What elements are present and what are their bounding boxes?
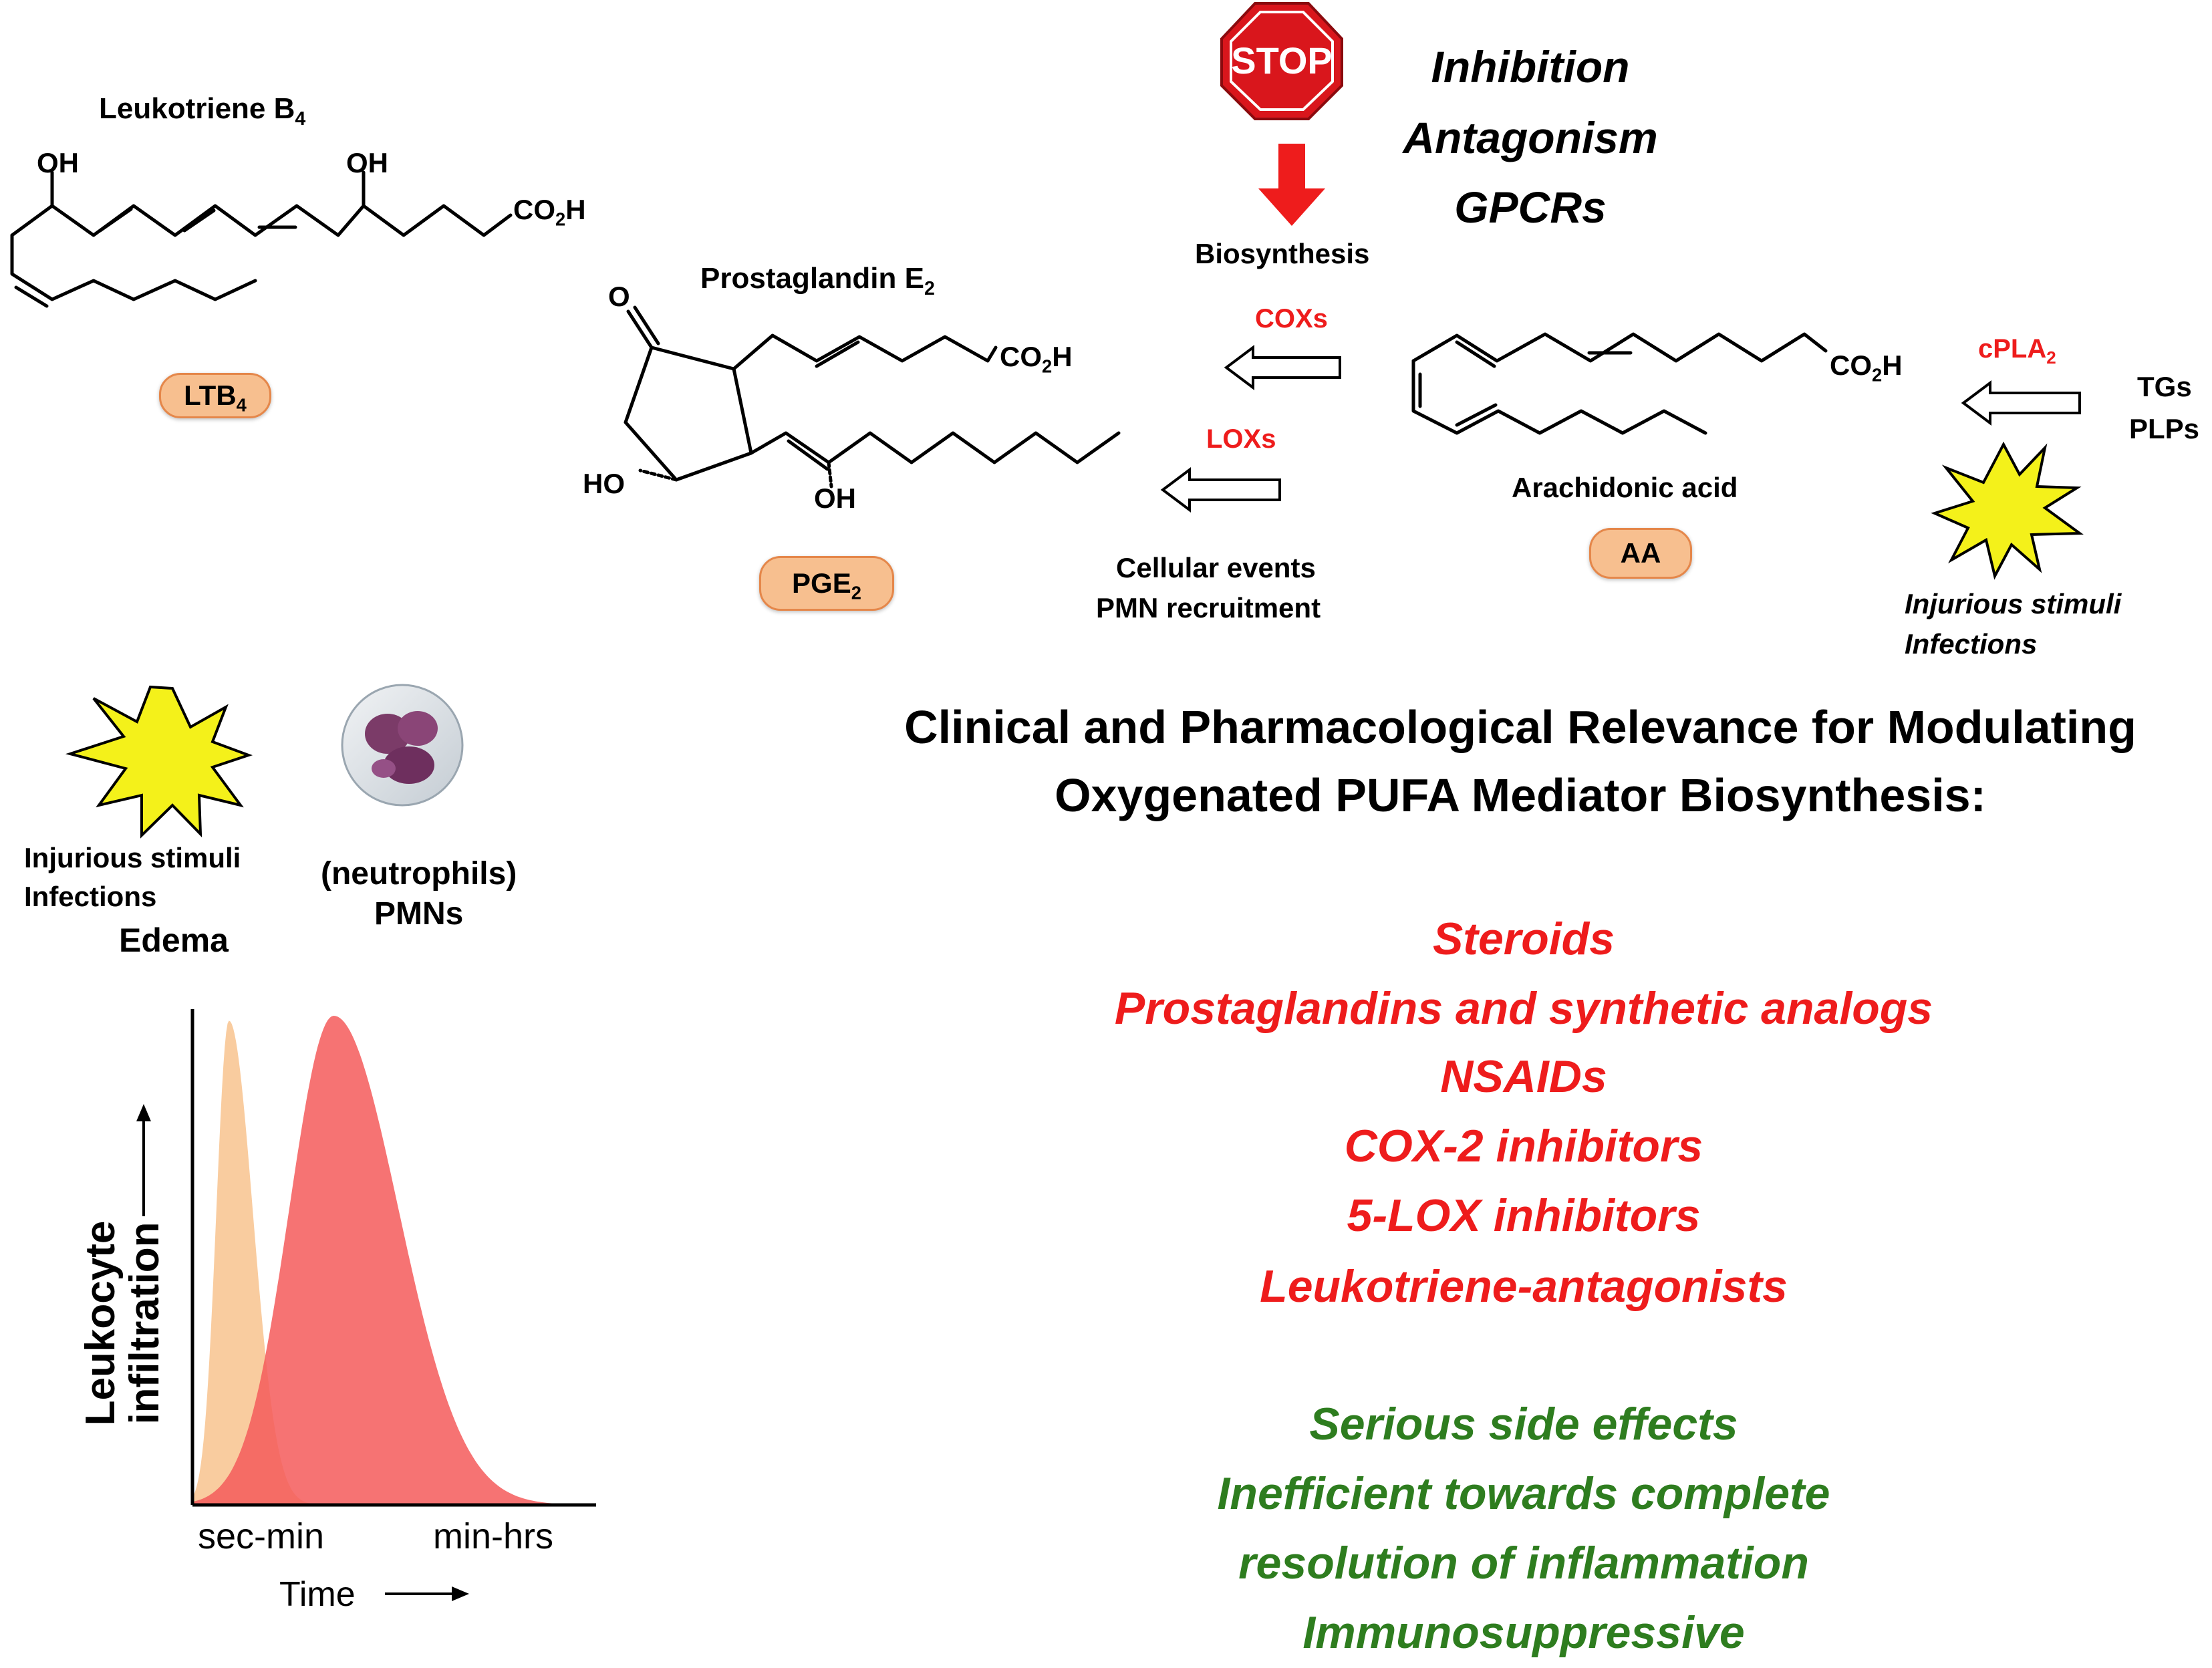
lox-arrow [1160,467,1281,513]
cox-arrow [1224,345,1341,390]
aa-structure [1411,332,1828,435]
cpla2-label: cPLA2 [1978,334,2056,368]
chart-y-label: Leukocyte infiltration [78,1220,168,1426]
pmn-area [192,1016,596,1505]
pge2-oxygen: O [608,281,630,312]
aa-name: Arachidonic acid [1512,472,1738,503]
drug-item: NSAIDs [1440,1051,1607,1102]
drug-item: Leukotriene-antagonists [1260,1261,1788,1312]
drug-item: Prostaglandins and synthetic analogs [1114,983,1933,1034]
pge2-title: Prostaglandin E2 [700,262,935,299]
pge2-ho: HO [583,468,625,499]
drug-item: COX-2 inhibitors [1344,1121,1703,1171]
ltb4-title: Leukotriene B4 [99,92,306,130]
left-injury-line-1: Injurious stimuli [24,842,241,873]
lox-label: LOXs [1206,424,1276,454]
pge2-co2h: CO2H [1000,341,1073,377]
x-tick-min-hrs: min-hrs [433,1516,554,1556]
relevance-heading-line-2: Oxygenated PUFA Mediator Biosynthesis: [1055,769,1986,821]
biosynthesis-label: Biosynthesis [1195,238,1370,269]
injury-starburst-icon [1931,441,2084,580]
limitation-item: Inefficient towards complete [1217,1468,1830,1519]
pge2-oh: OH [814,482,856,514]
ltb4-badge: LTB4 [159,373,271,418]
inhibition-line-3: GPCRs [1454,182,1607,232]
pmns-label: PMNs [374,896,464,932]
neutrophils-label: (neutrophils) [321,856,517,891]
source-injury-line-1: Injurious stimuli [1905,588,2122,619]
left-starburst-icon [65,685,253,839]
cellular-events-line-1: Cellular events [1116,552,1316,583]
pge2-badge: PGE2 [759,556,894,611]
aa-badge: AA [1589,528,1692,579]
limitation-item: Serious side effects [1309,1399,1738,1449]
chart-x-label: Time [279,1575,356,1614]
ltb4-oh-left: OH [37,147,79,178]
x-tick-sec-min: sec-min [198,1516,325,1556]
aa-co2h: CO2H [1830,350,1903,386]
drug-item: 5-LOX inhibitors [1347,1190,1701,1241]
neutrophil-cell-icon [341,684,464,807]
drug-item: Steroids [1432,914,1615,964]
stop-sign-icon [1220,1,1343,120]
limitation-item: Immunosuppressive [1302,1607,1745,1658]
ltb4-oh-right: OH [346,147,388,178]
inhibition-line-2: Antagonism [1403,113,1658,162]
tgs-label: TGs [2137,371,2192,402]
source-injury-line-2: Infections [1905,628,2038,660]
cpla2-arrow [1961,380,2081,426]
cox-label: COXs [1255,304,1328,333]
left-injury-line-2: Infections [24,881,157,912]
plps-label: PLPs [2129,413,2200,444]
ltb4-structure [10,170,513,308]
inhibition-line-1: Inhibition [1431,42,1630,92]
edema-label: Edema [119,922,229,959]
ltb4-co2h: CO2H [513,194,586,230]
cellular-events-line-2: PMN recruitment [1096,592,1321,623]
red-down-arrow [1258,144,1325,226]
limitation-item: resolution of inflammation [1238,1538,1809,1588]
stop-sign-text: STOP [1231,39,1333,82]
leukocyte-infiltration-chart [136,1009,596,1601]
pge2-structure [624,305,1121,489]
relevance-heading-line-1: Clinical and Pharmacological Relevance f… [904,701,2136,753]
